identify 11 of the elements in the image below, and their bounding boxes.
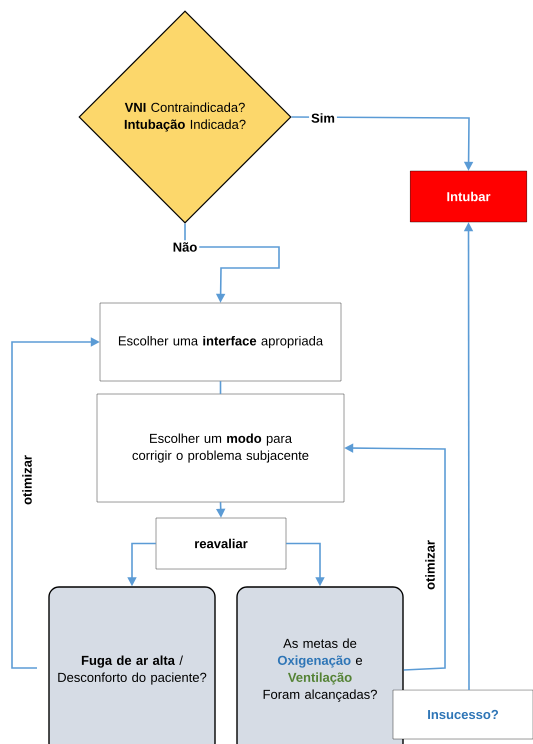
process-box: Escolher um modo para corrigir o problema subjacente [96, 394, 344, 502]
rounded-box: As metas de Oxigenação e Ventilação Foram alcançadas? [236, 586, 404, 744]
edge-label: Sim [309, 111, 337, 125]
rounded-box: Fuga de ar alta / Desconforto do paciente? [48, 586, 216, 744]
edge-label: otimizar [20, 453, 34, 507]
process-box: Intubar [410, 170, 528, 222]
edge-label: Não [170, 240, 200, 254]
process-box: reavaliar [156, 518, 286, 570]
process-box: Insucesso? [392, 690, 533, 740]
process-box: Escolher uma interface apropriada [100, 302, 342, 382]
edge-label: otimizar [423, 538, 437, 592]
